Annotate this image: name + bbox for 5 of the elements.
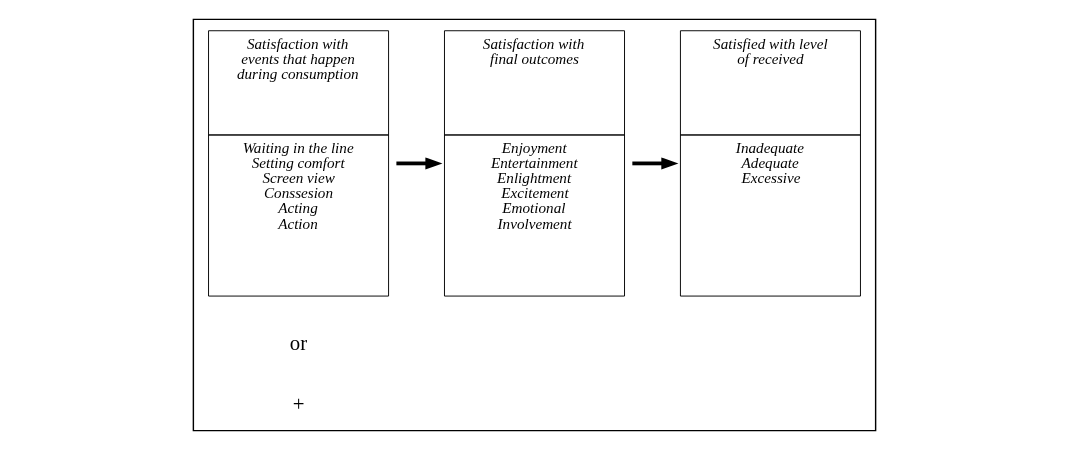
arrow (631, 157, 678, 170)
label: or (289, 330, 307, 355)
cluster (192, 18, 876, 432)
arrow (395, 157, 442, 170)
label: + (292, 392, 304, 417)
